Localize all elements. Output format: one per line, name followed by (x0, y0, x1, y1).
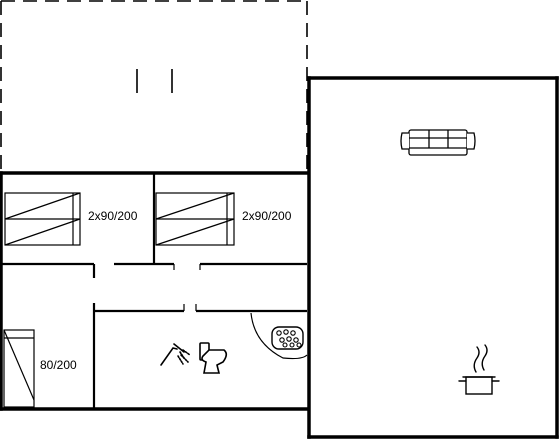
terrace-door-marks (136, 69, 173, 93)
toilet-icon (199, 342, 228, 374)
cooking-pot-icon (458, 344, 500, 395)
door-marks (173, 264, 201, 311)
terrace-outline (0, 0, 308, 171)
bed-double-2 (155, 192, 235, 246)
sofa-icon (400, 129, 476, 156)
bedroom-3-bed-label: 80/200 (40, 358, 77, 372)
bed-double-1 (4, 192, 81, 246)
interior-walls (1, 173, 307, 409)
bedroom-2-bed-label: 2x90/200 (242, 209, 292, 223)
bedroom-1-bed-label: 2x90/200 (88, 209, 138, 223)
bed-single (3, 329, 35, 408)
whirlpool-icon (250, 312, 308, 360)
shower-icon (160, 343, 191, 366)
